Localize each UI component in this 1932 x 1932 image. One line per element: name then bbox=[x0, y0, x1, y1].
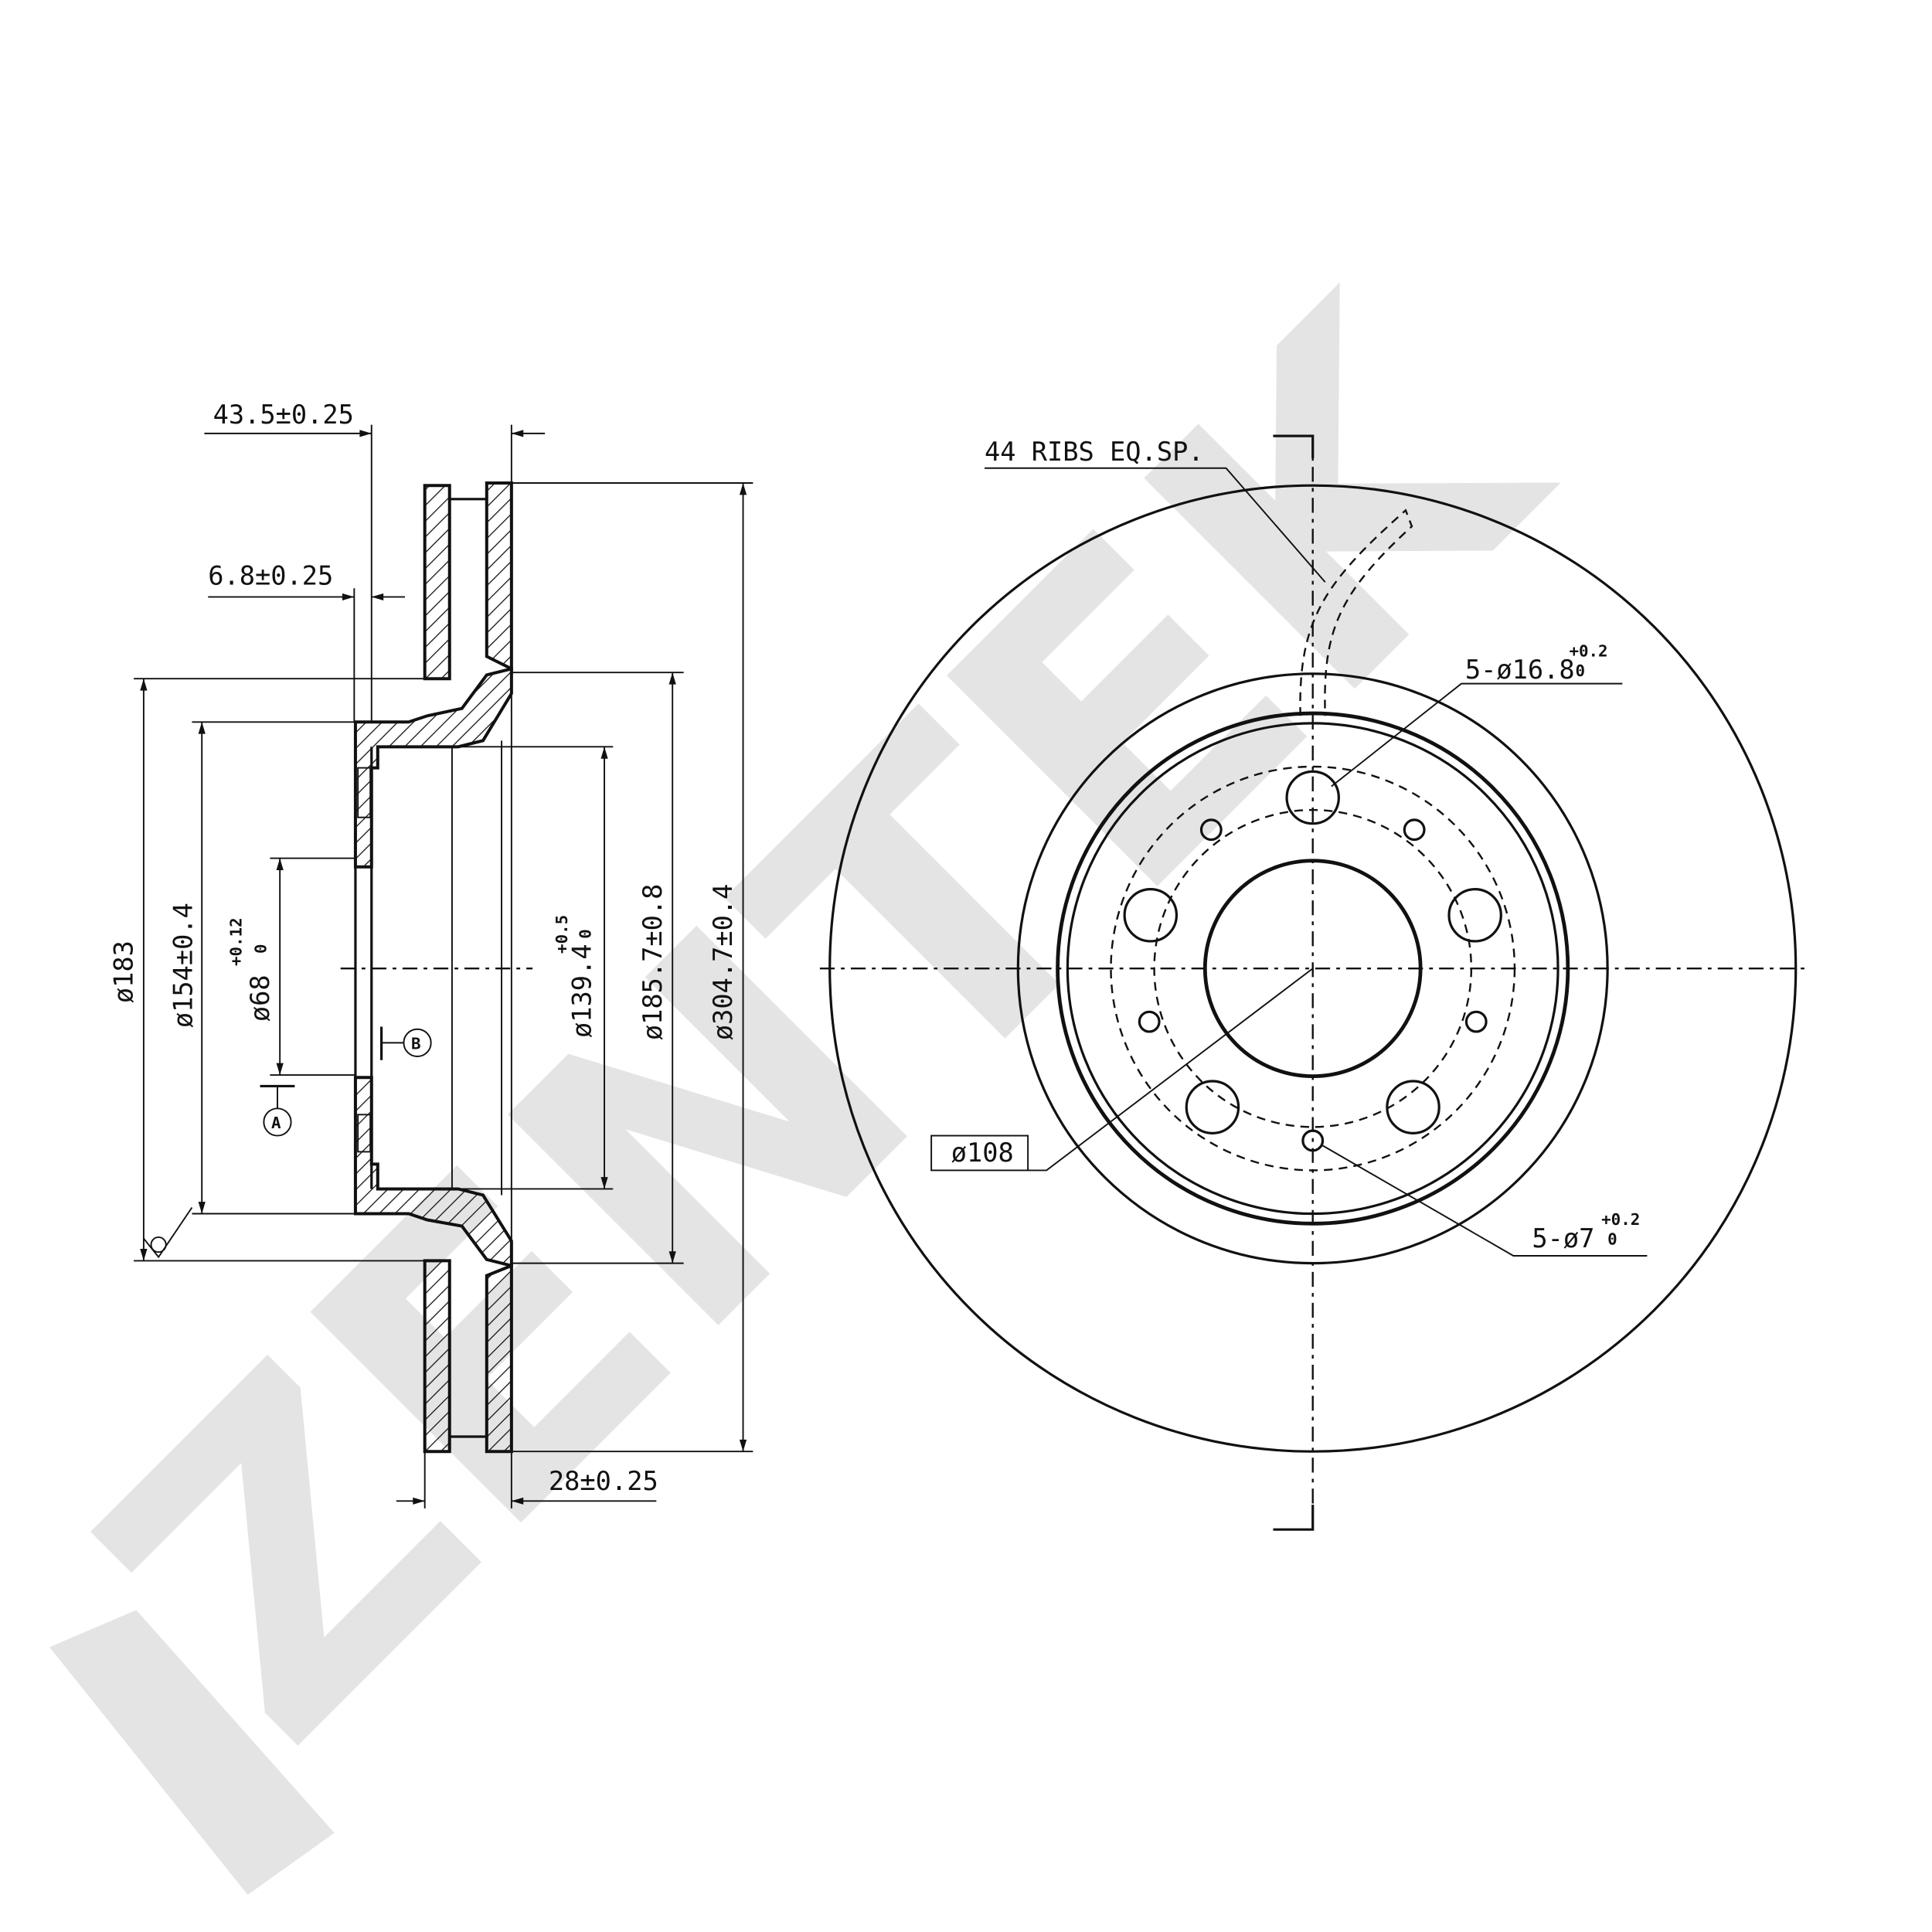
bolt-holes bbox=[1123, 770, 1502, 1134]
bolt-holes-label: 5-ø16.8 bbox=[1465, 655, 1575, 685]
svg-text:0: 0 bbox=[1575, 662, 1585, 680]
svg-text:+0.12: +0.12 bbox=[227, 917, 246, 966]
svg-text:0: 0 bbox=[1607, 1230, 1617, 1249]
inner-plate-bottom bbox=[485, 1263, 513, 1454]
front-view: 44 RIBS EQ.SP. 5-ø16.8 +0.2 0 ø108 5-ø7 … bbox=[819, 434, 1811, 1531]
svg-text:B: B bbox=[411, 1034, 421, 1053]
dim-139: ø139.4 bbox=[566, 944, 597, 1038]
svg-text:+0.2: +0.2 bbox=[1569, 641, 1607, 660]
hat-top bbox=[353, 666, 513, 869]
dim-hat-thickness: 6.8±0.25 bbox=[208, 560, 333, 590]
dim-68: ø68 bbox=[245, 975, 275, 1022]
small-holes bbox=[1138, 818, 1488, 1152]
surface-finish-symbol bbox=[143, 1206, 193, 1259]
dim-304: ø304.7±0.4 bbox=[708, 884, 738, 1041]
dim-overall-height: 43.5±0.25 bbox=[213, 400, 354, 430]
outer-plate-top bbox=[423, 484, 451, 681]
svg-text:+0.5: +0.5 bbox=[553, 915, 571, 954]
inner-plate-top bbox=[485, 481, 513, 672]
ribs-note: 44 RIBS EQ.SP. bbox=[985, 437, 1204, 467]
section-view: 43.5±0.25 6.8±0.25 28±0.25 ø183 ø154±0.4… bbox=[108, 400, 753, 1509]
small-holes-label: 5-ø7 bbox=[1532, 1223, 1594, 1253]
svg-text:+0.2: +0.2 bbox=[1601, 1210, 1640, 1229]
datum-a: A bbox=[260, 1084, 295, 1137]
svg-text:0: 0 bbox=[252, 944, 270, 954]
watermark-logo: ZENTEK bbox=[16, 213, 1631, 1895]
svg-text:A: A bbox=[271, 1114, 281, 1132]
svg-text:0: 0 bbox=[576, 929, 594, 939]
dim-total-thickness: 28±0.25 bbox=[549, 1466, 658, 1496]
outer-plate-bottom bbox=[423, 1259, 451, 1454]
dim-183: ø183 bbox=[108, 940, 138, 1003]
datum-b: B bbox=[379, 1026, 432, 1060]
pcd-label: ø108 bbox=[951, 1138, 1014, 1168]
dim-154: ø154±0.4 bbox=[168, 903, 198, 1028]
dim-185: ø185.7±0.8 bbox=[638, 884, 668, 1041]
